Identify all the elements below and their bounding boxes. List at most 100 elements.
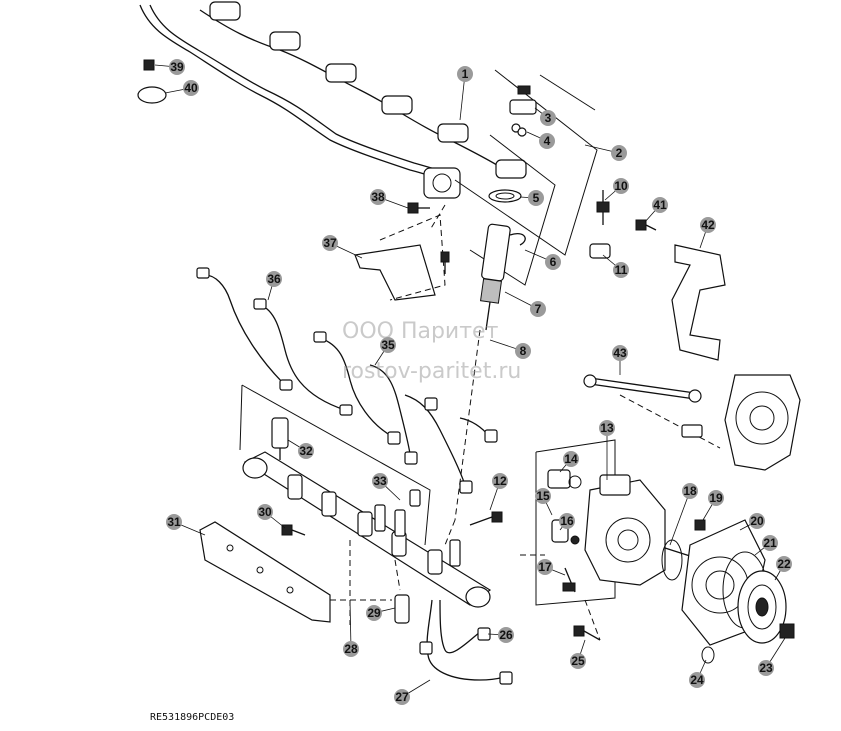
flange-bolt — [573, 625, 601, 641]
callout-bubble — [537, 559, 553, 575]
common-rail — [242, 451, 492, 608]
callout-number: 21 — [763, 536, 777, 550]
mounting-bolt — [281, 511, 503, 536]
callout-bubble — [749, 513, 765, 529]
callout-11: 11 — [602, 254, 629, 278]
small-o-ring — [701, 646, 715, 664]
callout-bubble — [758, 660, 774, 676]
high-pressure-fuel-line — [196, 267, 498, 494]
callout-bubble — [380, 337, 396, 353]
callout-number: 40 — [184, 81, 198, 95]
callout-24: 24 — [689, 659, 707, 688]
callout-4: 4 — [526, 131, 555, 149]
callout-13: 13 — [599, 420, 615, 480]
callout-bubble — [370, 189, 386, 205]
callout-bubble — [689, 672, 705, 688]
callout-number: 24 — [690, 673, 704, 687]
callout-33: 33 — [372, 473, 401, 501]
harness-connector — [209, 1, 527, 179]
callout-35: 35 — [374, 337, 396, 366]
callout-number: 11 — [615, 263, 628, 277]
leader-line — [669, 490, 691, 546]
callout-bubble — [599, 420, 615, 436]
callout-1: 1 — [457, 66, 473, 121]
callout-18: 18 — [669, 483, 698, 546]
callout-bubble — [559, 513, 575, 529]
watermark-line-2: rostov-paritet.ru — [342, 359, 521, 384]
pump-kit-frame — [535, 439, 616, 606]
callout-7: 7 — [504, 291, 546, 317]
callout-number: 8 — [520, 344, 527, 358]
callout-bubble — [298, 443, 314, 459]
gear-nut — [779, 623, 795, 639]
callout-2: 2 — [584, 144, 627, 161]
callout-number: 12 — [493, 474, 507, 488]
callout-number: 15 — [536, 489, 550, 503]
bracket-bolt — [596, 190, 657, 231]
callout-bubble — [570, 653, 586, 669]
callout-41: 41 — [644, 197, 668, 223]
callout-40: 40 — [164, 80, 199, 96]
callout-bubble — [457, 66, 473, 82]
callout-number: 29 — [367, 606, 381, 620]
callout-bubble — [682, 483, 698, 499]
support-bracket — [671, 244, 726, 361]
callout-28: 28 — [343, 599, 359, 657]
callout-number: 5 — [533, 191, 540, 205]
watermark-line-1: ООО Паритет — [342, 319, 499, 344]
callout-27: 27 — [394, 679, 431, 705]
callout-26: 26 — [487, 627, 514, 643]
callout-number: 37 — [323, 236, 337, 250]
callout-39: 39 — [154, 59, 185, 75]
injector-bracket — [354, 214, 446, 301]
callout-bubble — [563, 451, 579, 467]
callout-number: 6 — [550, 255, 557, 269]
callout-43: 43 — [612, 345, 628, 375]
callout-bubble — [700, 217, 716, 233]
callout-32: 32 — [287, 439, 314, 459]
injector-clamp — [509, 85, 537, 137]
callout-bubble — [343, 641, 359, 657]
callout-19: 19 — [702, 490, 724, 521]
callout-number: 17 — [538, 560, 552, 574]
return-fuel-line — [419, 599, 513, 685]
callout-number: 16 — [560, 514, 574, 528]
callout-31: 31 — [166, 514, 206, 536]
callout-number: 31 — [167, 515, 181, 529]
callout-bubble — [535, 488, 551, 504]
callout-25: 25 — [570, 639, 586, 669]
callout-bubble — [166, 514, 182, 530]
callout-bubble — [528, 190, 544, 206]
callout-bubble — [776, 556, 792, 572]
callout-8: 8 — [489, 339, 531, 359]
callout-bubble — [372, 473, 388, 489]
callout-bubble — [613, 262, 629, 278]
callout-bubble — [266, 271, 282, 287]
callout-36: 36 — [266, 271, 282, 301]
callout-bubble — [708, 490, 724, 506]
callout-16: 16 — [559, 513, 575, 531]
callout-21: 21 — [754, 535, 778, 556]
callout-number: 36 — [267, 272, 281, 286]
callout-number: 33 — [373, 474, 387, 488]
callout-bubble — [612, 345, 628, 361]
callout-15: 15 — [535, 488, 553, 516]
callout-number: 41 — [653, 198, 667, 212]
callout-12: 12 — [489, 473, 508, 511]
callout-6: 6 — [524, 249, 561, 270]
callout-bubble — [366, 605, 382, 621]
callout-number: 35 — [381, 338, 395, 352]
callout-number: 25 — [571, 654, 585, 668]
callout-number: 2 — [616, 146, 623, 160]
callout-number: 23 — [759, 661, 773, 675]
injector-seal-ring — [488, 189, 522, 203]
callout-number: 1 — [462, 67, 469, 81]
fuel-injector — [479, 223, 526, 331]
callout-number: 14 — [564, 452, 578, 466]
callout-bubble — [652, 197, 668, 213]
callout-number: 4 — [544, 134, 551, 148]
callout-bubble — [169, 59, 185, 75]
callout-22: 22 — [774, 556, 792, 581]
callout-number: 32 — [299, 444, 313, 458]
